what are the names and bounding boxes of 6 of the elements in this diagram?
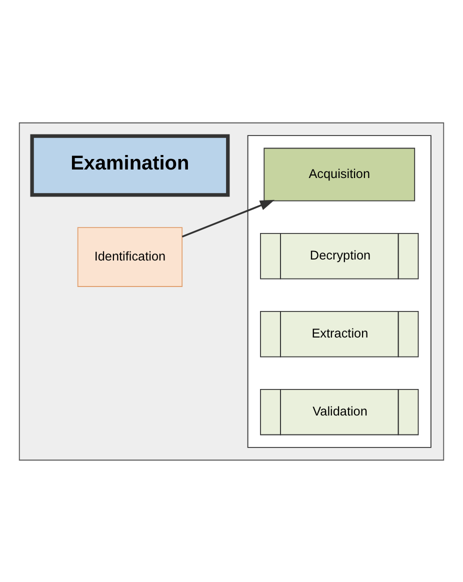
arrow [182, 199, 275, 237]
node-box: Acquisition [264, 147, 416, 201]
cluster [18, 122, 444, 460]
node-box: Examination [30, 134, 230, 196]
node-box: Identification [77, 226, 183, 286]
cluster [247, 134, 432, 448]
